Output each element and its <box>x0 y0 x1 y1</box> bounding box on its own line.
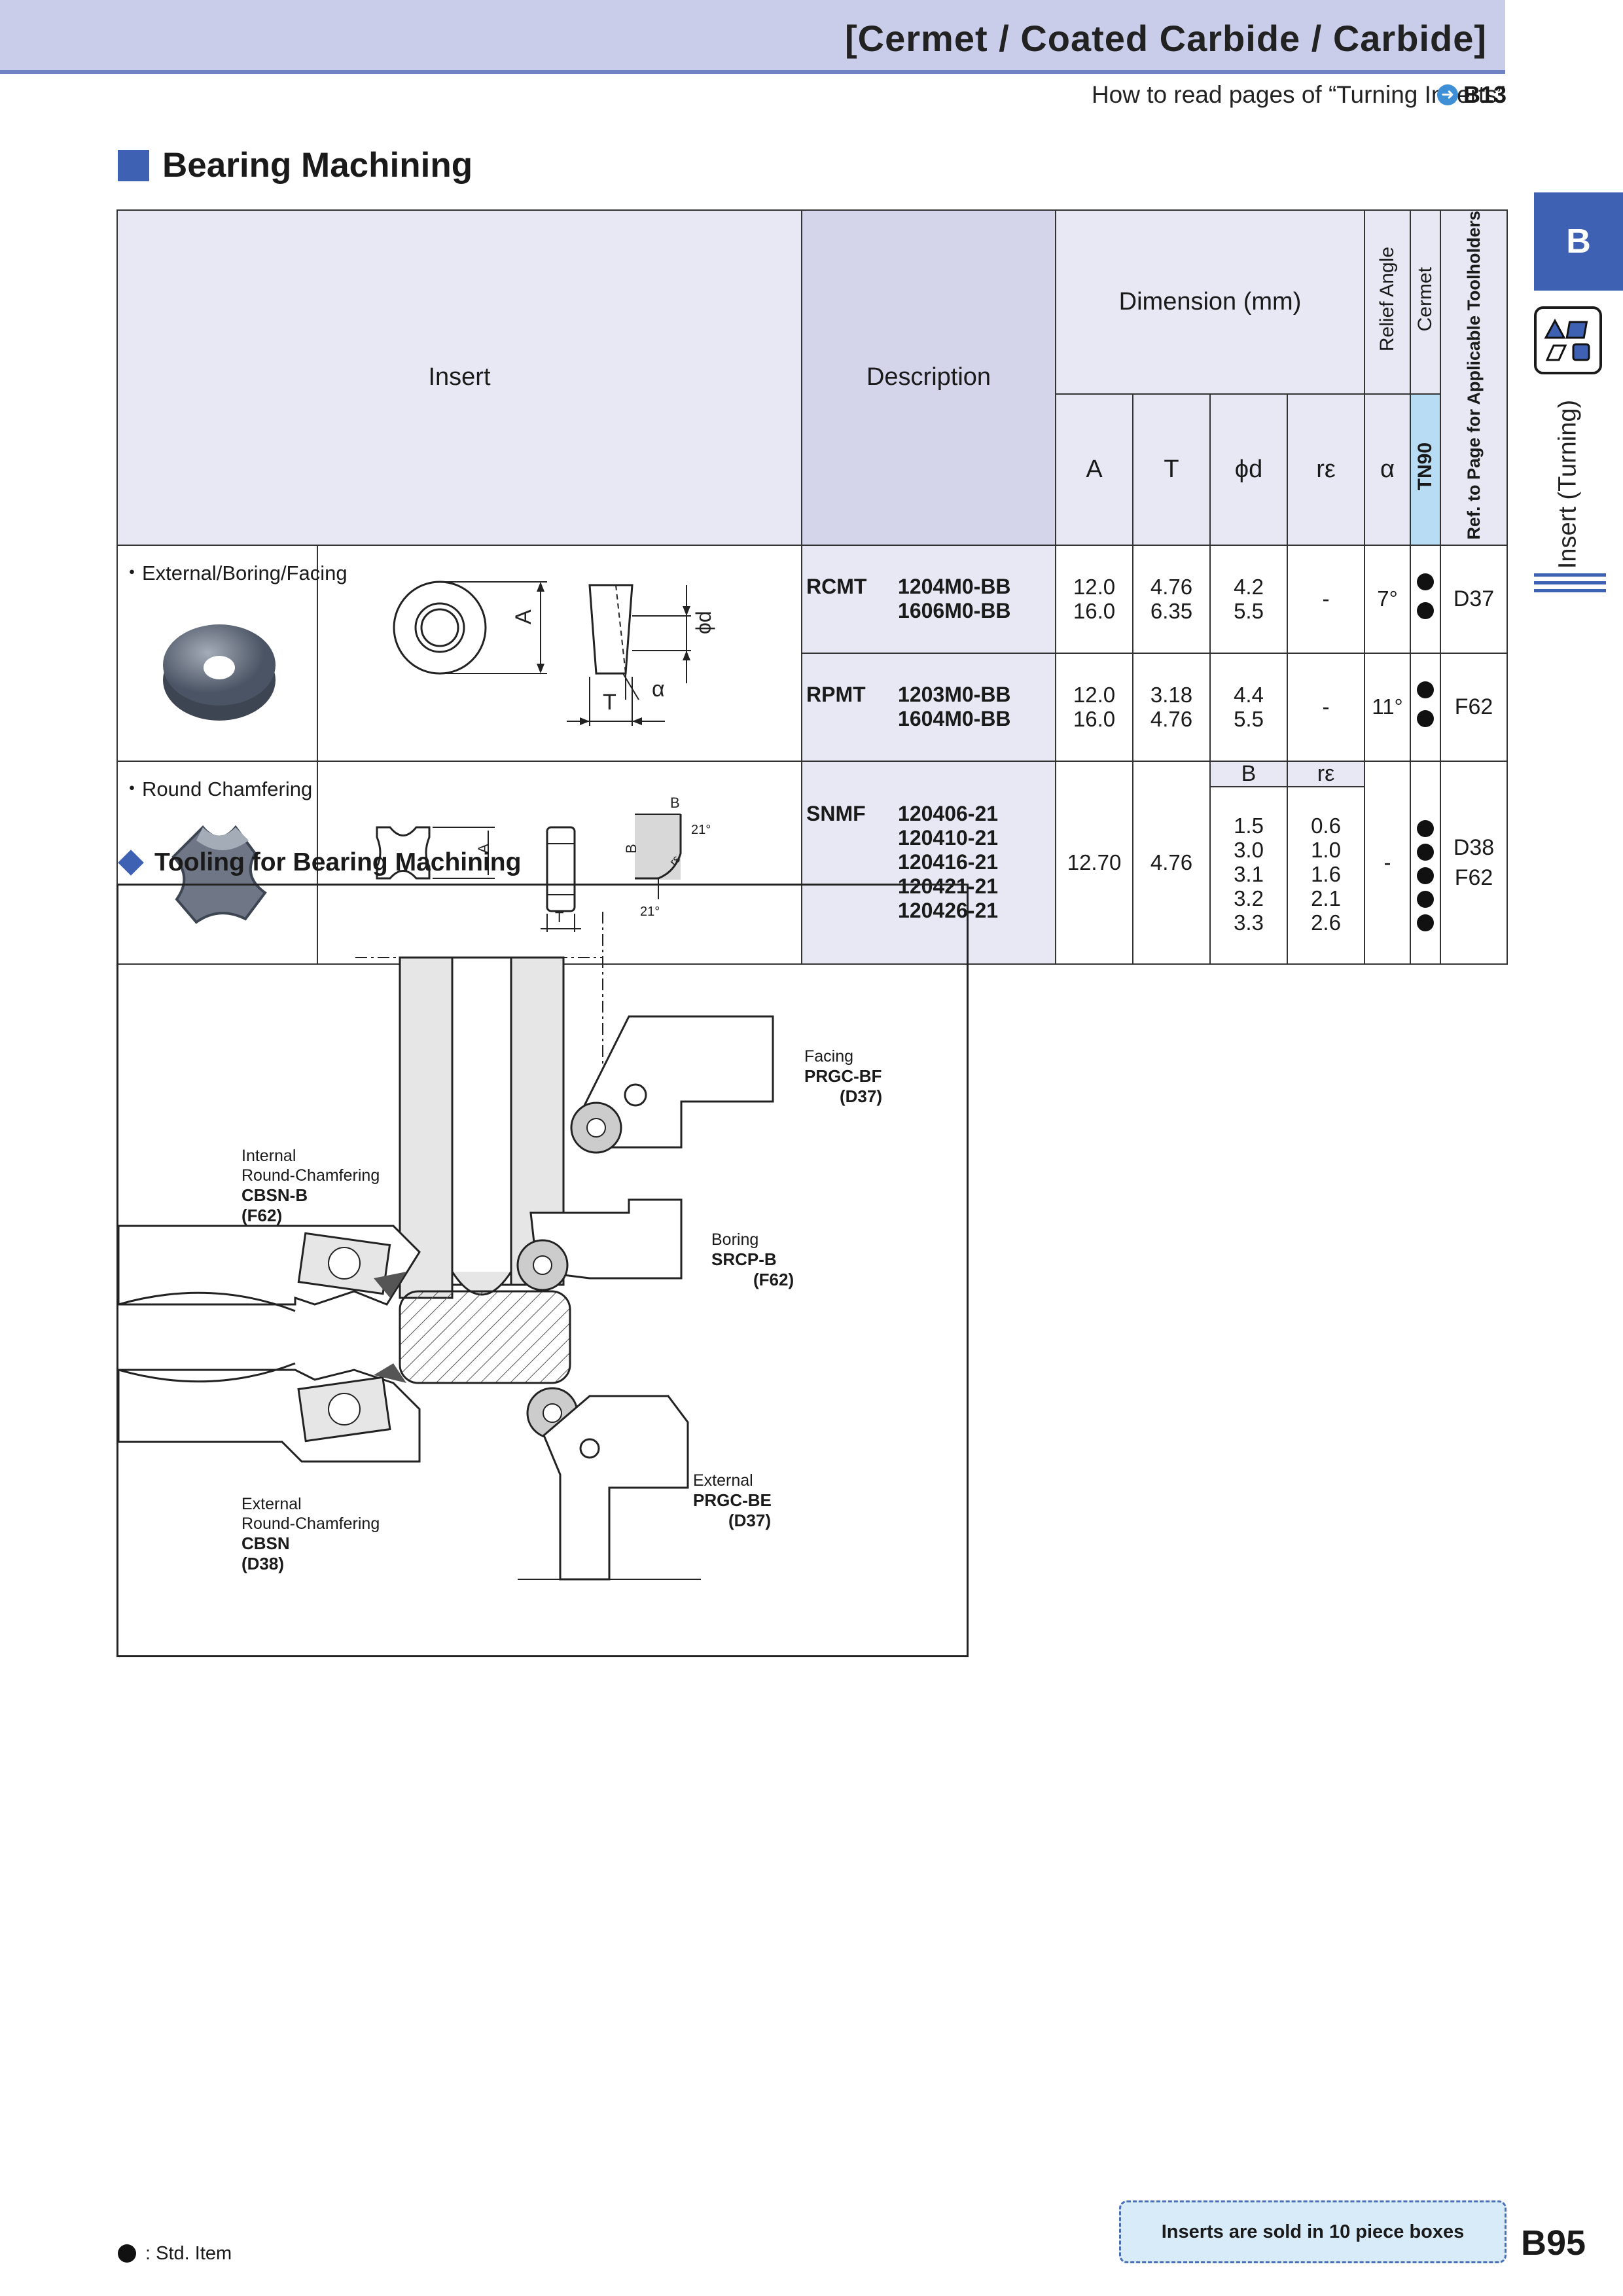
table-row: ・External/Boring/Facing <box>116 544 1508 762</box>
page-number: B95 <box>1521 2223 1586 2263</box>
col-a: A <box>1055 393 1134 546</box>
insert-photo-cell: ・Round Chamfering <box>116 760 318 965</box>
col-phid: ϕd <box>1209 393 1289 546</box>
section-title-text: Bearing Machining <box>162 146 473 185</box>
col-t: T <box>1132 393 1211 546</box>
insert-drawing-cell: A ϕd T α <box>316 544 803 762</box>
chamfer-insert-drawing: A T B B 21° 21° rε <box>376 795 711 932</box>
insert-table: Insert Description Dimension (mm) Relief… <box>116 209 1508 965</box>
svg-text:B: B <box>670 795 680 811</box>
side-label: Insert (Turning) <box>1554 399 1582 569</box>
std-item-cell <box>1410 760 1442 965</box>
side-tab-b[interactable]: B <box>1534 192 1623 291</box>
label-a: A <box>511 609 536 624</box>
col-dimension: Dimension (mm) <box>1055 209 1366 395</box>
sub-col-b: B <box>1211 761 1287 787</box>
insert-photo-cell: ・External/Boring/Facing <box>116 544 348 762</box>
insert-drawing-cell: A T B B 21° 21° rε <box>316 760 803 965</box>
turning-insert-icon <box>1534 306 1602 374</box>
svg-text:21°: 21° <box>691 823 711 837</box>
col-insert: Insert <box>116 209 803 546</box>
round-insert-photo <box>163 624 276 721</box>
std-item-cell <box>1410 652 1442 762</box>
label-t: T <box>603 690 616 715</box>
svg-text:T: T <box>555 909 563 925</box>
legend: : Std. Item <box>118 2241 232 2266</box>
std-item-dot <box>118 2244 136 2263</box>
col-re: rε <box>1287 393 1366 546</box>
std-item-dot <box>1417 602 1435 620</box>
chamfer-insert-photo <box>171 825 267 924</box>
std-item-dot <box>1417 710 1435 728</box>
col-relief-angle: Relief Angle <box>1364 209 1412 395</box>
svg-text:21°: 21° <box>640 905 660 919</box>
col-ref: Ref. to Page for Applicable Toolholders <box>1440 209 1508 546</box>
table-row: ・Round Chamfering A <box>116 760 1508 965</box>
diamond-bullet-icon <box>118 850 144 876</box>
round-insert-drawing: A ϕd T α <box>393 581 715 726</box>
col-alpha: α <box>1364 393 1412 546</box>
howto-text: How to read pages of “Turning Inserts” <box>1091 81 1505 108</box>
tooling-drawing <box>117 912 774 1581</box>
std-item-cell <box>1410 544 1442 654</box>
group-label: ・Round Chamfering <box>122 777 313 800</box>
section-title: Bearing Machining <box>118 145 473 185</box>
col-description: Description <box>801 209 1057 546</box>
ref-page[interactable]: D37 <box>1440 544 1508 654</box>
std-item-dot <box>1417 681 1435 699</box>
page-title: [Cermet / Coated Carbide / Carbide] <box>845 18 1487 59</box>
tooling-title: Tooling for Bearing Machining <box>118 848 521 877</box>
group-label: ・External/Boring/Facing <box>122 561 348 584</box>
svg-text:B: B <box>623 844 639 853</box>
ref-page[interactable]: F62 <box>1440 652 1508 762</box>
col-cermet: Cermet <box>1410 209 1442 395</box>
howto-link[interactable]: ➜ B13 <box>1437 81 1507 109</box>
std-item-dot <box>1417 573 1435 591</box>
col-tn90: TN90 <box>1410 393 1442 546</box>
square-bullet-icon <box>118 149 149 181</box>
arrow-right-icon: ➜ <box>1437 84 1458 105</box>
header-banner: [Cermet / Coated Carbide / Carbide] <box>0 0 1505 74</box>
label-phid: ϕd <box>692 611 715 634</box>
side-lines <box>1534 573 1606 597</box>
howto-ref: B13 <box>1463 81 1507 108</box>
sold-notice: Inserts are sold in 10 piece boxes <box>1119 2200 1507 2263</box>
label-alpha: α <box>652 677 665 702</box>
svg-text:A: A <box>475 844 491 853</box>
sub-col-re: rε <box>1288 761 1364 787</box>
